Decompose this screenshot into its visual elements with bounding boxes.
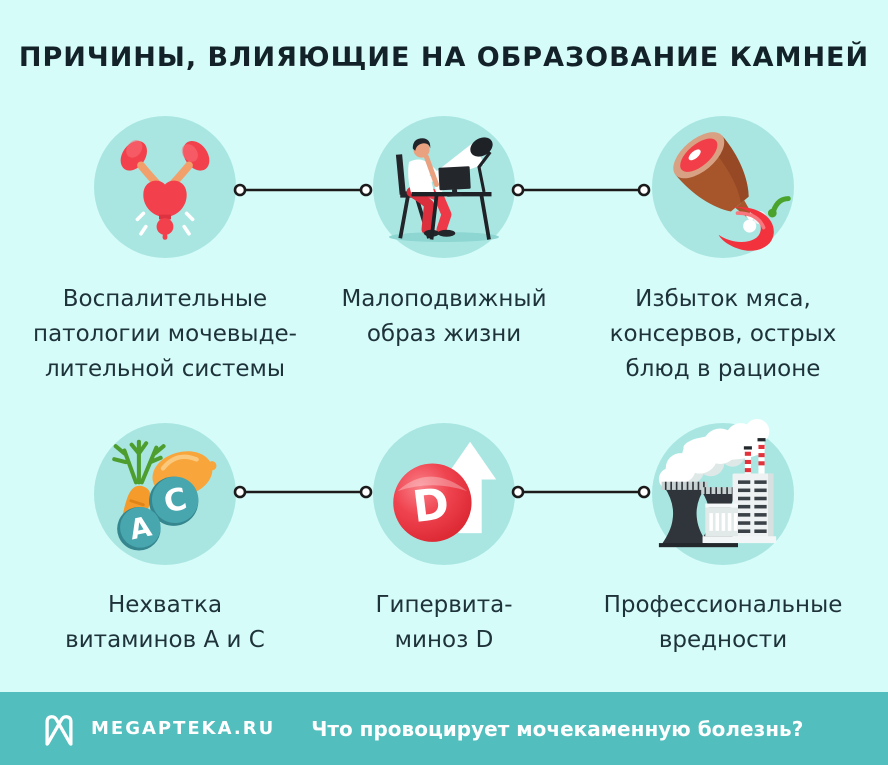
vitamin-d-arrow-icon: D xyxy=(393,441,497,542)
cause-circle-occupational xyxy=(652,419,794,565)
footer-bar: MEGAPTEKA.RU Что провоцирует мочекаменну… xyxy=(0,692,888,765)
caption-vitamin-deficiency: Нехватка витаминов А и С xyxy=(15,588,315,658)
megapteka-logo-icon xyxy=(45,714,73,746)
person-at-desk-icon xyxy=(389,137,499,242)
footer-question: Что провоцирует мочекаменную болезнь? xyxy=(311,716,804,741)
cause-circle-meat xyxy=(652,116,794,258)
caption-line: Воспалительные xyxy=(62,286,268,312)
connector-line xyxy=(511,485,651,499)
caption-sedentary: Малоподвижный образ жизни xyxy=(294,282,594,352)
cause-circle-inflammatory xyxy=(94,116,236,258)
caption-hypervitaminosis: Гипервита- миноз D xyxy=(294,588,594,658)
caption-line: образ жизни xyxy=(366,321,522,347)
vitamin-d-letter: D xyxy=(410,479,452,533)
connector-line xyxy=(233,485,373,499)
caption-line: лительной системы xyxy=(44,356,286,382)
caption-line: блюд в рационе xyxy=(625,356,821,382)
meat-and-pepper-icon xyxy=(673,132,791,251)
caption-line: вредности xyxy=(658,627,788,653)
vitamins-a-c-icon: C A xyxy=(112,439,217,551)
caption-line: Гипервита- xyxy=(375,592,513,618)
caption-line: миноз D xyxy=(394,627,494,653)
brand-name: MEGAPTEKA.RU xyxy=(91,718,276,739)
caption-line: витаминов А и С xyxy=(65,627,265,653)
caption-line: консервов, острых xyxy=(609,321,837,347)
caption-inflammatory: Воспалительные патологии мочевыде- лител… xyxy=(15,282,315,387)
caption-line: Нехватка xyxy=(107,592,223,618)
caption-line: Малоподвижный xyxy=(341,286,547,312)
caption-line: Профессиональные xyxy=(603,592,843,618)
factory-smoke-icon xyxy=(658,419,777,548)
urinary-system-icon xyxy=(120,139,210,240)
cause-circle-hypervitaminosis: D xyxy=(373,423,515,565)
cause-circle-sedentary xyxy=(373,116,515,258)
page-title: ПРИЧИНЫ, ВЛИЯЮЩИЕ НА ОБРАЗОВАНИЕ КАМНЕЙ xyxy=(18,42,870,73)
caption-line: Избыток мяса, xyxy=(635,286,811,312)
connector-line xyxy=(511,183,651,197)
caption-line: патологии мочевыде- xyxy=(33,321,297,347)
cause-circle-vitamin-deficiency: C A xyxy=(94,423,236,565)
caption-occupational: Профессиональные вредности xyxy=(573,588,873,658)
connector-line xyxy=(233,183,373,197)
caption-meat: Избыток мяса, консервов, острых блюд в р… xyxy=(573,282,873,387)
